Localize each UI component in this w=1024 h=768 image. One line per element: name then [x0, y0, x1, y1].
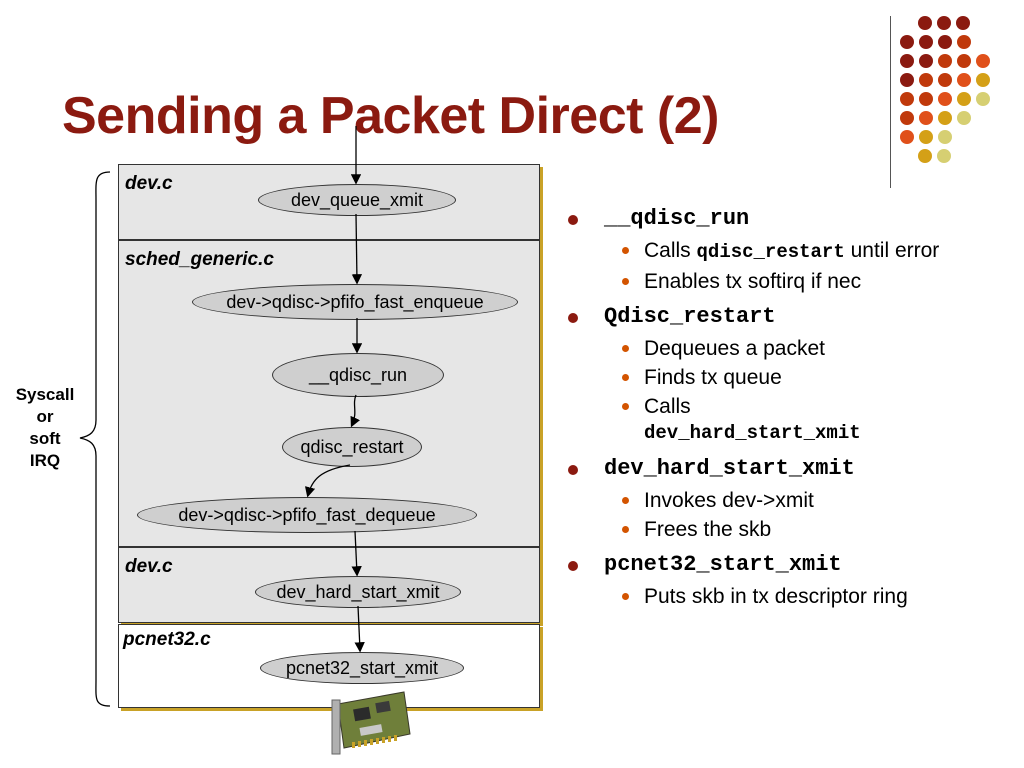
decorative-dot	[938, 73, 952, 87]
sub-bullet: Enables tx softirq if nec	[560, 269, 1020, 294]
node-dev-queue-xmit: dev_queue_xmit	[258, 184, 456, 216]
decorative-dot	[918, 16, 932, 30]
arrow-to-dev-hard-start-xmit	[351, 530, 362, 577]
section-label: pcnet32.c	[123, 629, 211, 650]
node-qdisc-restart: qdisc_restart	[282, 427, 422, 467]
arrow-to-dequeue	[304, 464, 351, 498]
decorative-dot	[938, 35, 952, 49]
decorative-dot	[900, 73, 914, 87]
sub-bullet: Frees the skb	[560, 517, 1020, 542]
decorative-dot	[900, 35, 914, 49]
bullet-pcnet32-start-xmit: pcnet32_start_xmit	[560, 550, 1020, 580]
sub-bullet: Puts skb in tx descriptor ring	[560, 584, 1020, 609]
decorative-dot	[976, 73, 990, 87]
section-label: sched_generic.c	[125, 249, 274, 270]
decorative-dot	[956, 16, 970, 30]
bullet-list: __qdisc_run Calls qdisc_restart until er…	[560, 196, 1020, 609]
bullet-qdisc-run: __qdisc_run	[560, 204, 1020, 234]
node-pcnet32-start-xmit: pcnet32_start_xmit	[260, 652, 464, 684]
decorative-dot	[957, 73, 971, 87]
decorative-dot	[937, 149, 951, 163]
section-label: dev.c	[125, 556, 173, 577]
sub-bullet: Calls qdisc_restart until error	[560, 238, 1020, 265]
decorative-dot	[937, 16, 951, 30]
node-qdisc-run: __qdisc_run	[272, 353, 444, 397]
arrow-to-enqueue	[351, 213, 363, 285]
decorative-dot	[938, 54, 952, 68]
sub-bullet: Calls dev_hard_start_xmit	[560, 394, 1020, 446]
bullet-qdisc-restart: Qdisc_restart	[560, 302, 1020, 332]
decorative-dot	[976, 54, 990, 68]
decorative-dot	[957, 54, 971, 68]
decorative-dot	[938, 92, 952, 106]
arrow-to-qdisc-restart	[350, 394, 360, 428]
brace-label: Syscall or soft IRQ	[15, 385, 75, 470]
decorative-dot	[900, 92, 914, 106]
decorative-dot	[976, 92, 990, 106]
decorative-dot	[919, 73, 933, 87]
decorative-dot	[957, 92, 971, 106]
slide-title: Sending a Packet Direct (2)	[62, 87, 719, 145]
decorative-dot	[919, 54, 933, 68]
divider-line	[890, 16, 891, 188]
arrow-to-pcnet32-start-xmit	[354, 605, 365, 653]
decorative-dot	[919, 130, 933, 144]
decorative-dot	[919, 92, 933, 106]
decorative-dot	[919, 35, 933, 49]
bullet-dev-hard-start-xmit: dev_hard_start_xmit	[560, 454, 1020, 484]
decorative-dot	[938, 130, 952, 144]
left-brace	[79, 171, 111, 707]
decorative-dot	[957, 111, 971, 125]
decorative-dot	[919, 111, 933, 125]
sub-bullet: Invokes dev->xmit	[560, 488, 1020, 513]
node-pfifo-fast-dequeue: dev->qdisc->pfifo_fast_dequeue	[137, 497, 477, 533]
decorative-dot	[938, 111, 952, 125]
decorative-dot	[918, 149, 932, 163]
sub-bullet: Dequeues a packet	[560, 336, 1020, 361]
network-card-icon	[331, 691, 411, 755]
decorative-dot	[900, 130, 914, 144]
section-label: dev.c	[125, 173, 173, 194]
decorative-dot	[957, 35, 971, 49]
decorative-dot	[900, 111, 914, 125]
sub-bullet: Finds tx queue	[560, 365, 1020, 390]
decorative-dot	[900, 54, 914, 68]
